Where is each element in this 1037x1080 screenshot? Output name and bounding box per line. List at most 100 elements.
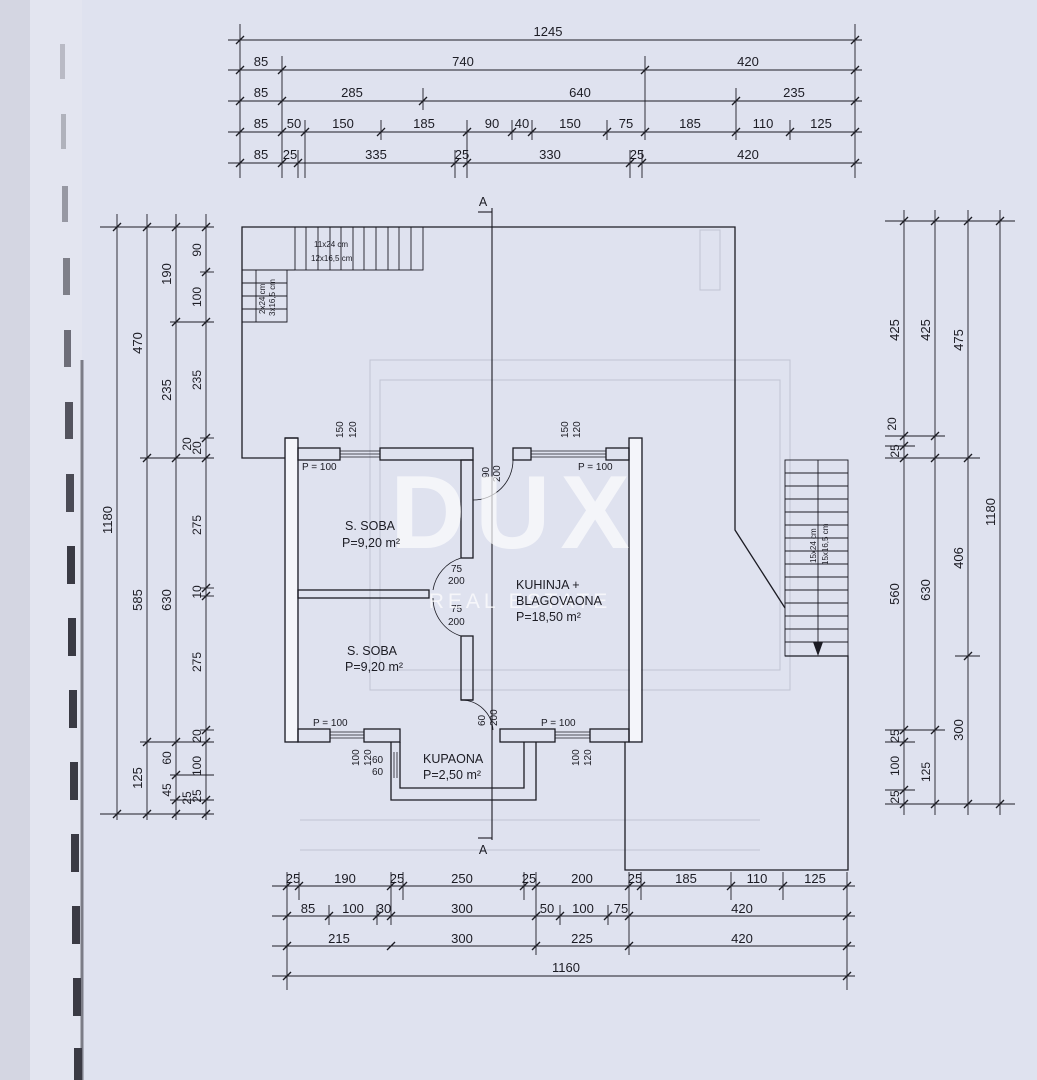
bottom-dim-r2-3: 300 — [451, 901, 473, 916]
right-dimension-chains — [885, 210, 1015, 815]
right-dim-c3-2: 300 — [951, 719, 966, 741]
bottom-dim-r1-3: 250 — [451, 871, 473, 886]
bottom-dim-r1-0: 25 — [286, 871, 300, 886]
left-dim-c4-0: 90 — [190, 243, 204, 257]
left-dim-c3-0: 190 — [159, 263, 174, 285]
top-dim-r3-2: 640 — [569, 85, 591, 100]
window-bed2-sill: P = 100 — [313, 718, 348, 729]
bottom-dim-r1-5: 200 — [571, 871, 593, 886]
door-bed2-height: 200 — [448, 617, 465, 628]
left-dim-c3-3: 60 — [160, 751, 174, 765]
left-dim-c5-0: 20 — [180, 437, 194, 451]
left-dim-c4-5: 10 — [190, 585, 204, 599]
bottom-dim-r1-8: 110 — [747, 871, 768, 886]
door-bed1-height: 200 — [448, 576, 465, 587]
right-dim-c3-0: 475 — [951, 329, 966, 351]
bottom-dimension-ticks — [282, 881, 852, 981]
bottom-dim-r1-1: 190 — [334, 871, 356, 886]
room-kitchen-name-1: KUHINJA + — [516, 578, 580, 592]
right-dim-c4-0: 1180 — [983, 498, 998, 526]
top-dim-r4-10: 125 — [810, 116, 832, 131]
door-bed1-width: 75 — [451, 564, 463, 575]
top-dim-r5-1: 25 — [283, 147, 297, 162]
top-dim-r5-3: 25 — [455, 147, 469, 162]
right-dim-c2-0: 425 — [918, 319, 933, 341]
left-dim-c4-3: 20 — [190, 441, 204, 455]
top-dim-r2-1: 740 — [452, 54, 474, 69]
right-dim-c3-1: 406 — [951, 547, 966, 569]
right-dimension-labels: 425 25 560 25 100 25 425 20 630 125 475 … — [885, 319, 998, 804]
bottom-dimension-labels: 25 190 25 250 25 200 25 185 110 125 85 1… — [286, 871, 826, 975]
left-dim-c2-0: 470 — [130, 332, 145, 354]
room-bedroom-1-area: P=9,20 m² — [342, 536, 400, 550]
top-dim-r3-3: 235 — [783, 85, 805, 100]
door-bath-width: 60 — [477, 714, 488, 726]
top-dim-r4-9: 110 — [753, 116, 774, 131]
right-dim-c1-4: 100 — [888, 756, 902, 776]
bottom-dim-r2-0: 85 — [301, 901, 315, 916]
bottom-dim-r2-5: 100 — [572, 901, 594, 916]
bottom-dim-r2-1: 100 — [342, 901, 364, 916]
left-dim-c4-9: 25 — [190, 789, 204, 803]
stair-north — [242, 226, 424, 323]
watermark-logo: DUX — [390, 455, 640, 571]
left-dim-c3-4: 45 — [160, 783, 174, 797]
window-kitchen-sill: P = 100 — [578, 462, 613, 473]
stair-east-arrow-icon — [813, 642, 823, 656]
window-bed2-height: 120 — [363, 749, 374, 766]
top-dim-r5-6: 420 — [737, 147, 759, 162]
top-dim-r1-0: 1245 — [534, 24, 563, 39]
top-dim-r3-1: 285 — [341, 85, 363, 100]
room-kitchen-area: P=18,50 m² — [516, 610, 581, 624]
left-dim-c4-1: 100 — [190, 287, 204, 307]
top-dim-r4-7: 75 — [619, 116, 633, 131]
right-dim-c1-5: 25 — [888, 790, 902, 804]
left-dim-c4-8: 100 — [190, 756, 204, 776]
top-dim-r4-4: 90 — [485, 116, 499, 131]
right-dim-c1-0: 425 — [887, 319, 902, 341]
window-bed2-width: 100 — [351, 749, 362, 766]
right-dim-c1-1: 25 — [888, 444, 902, 458]
bottom-dim-r2-6: 75 — [614, 901, 628, 916]
window-bed1-height: 120 — [348, 421, 359, 438]
bottom-dim-r2-2: 30 — [377, 901, 391, 916]
room-bathroom-name: KUPAONA — [423, 752, 484, 766]
stair-left-note-2: 3x16,5 cm — [268, 279, 277, 316]
right-dim-c2-2: 630 — [918, 579, 933, 601]
door-swings — [432, 459, 514, 731]
stair-left-note-1: 2x24 cm — [258, 283, 267, 314]
bottom-dim-r3-0: 215 — [328, 931, 350, 946]
bottom-dim-r1-9: 125 — [804, 871, 826, 886]
window-bed1-sill: P = 100 — [302, 462, 337, 473]
wall-fills — [286, 439, 641, 741]
room-bedroom-2-name: S. SOBA — [347, 644, 398, 658]
left-dimension-labels: 1180 470 585 125 190 235 630 60 45 90 10… — [100, 243, 204, 805]
room-kitchen-name-2: BLAGOVAONA — [516, 594, 603, 608]
window-kitchen-width: 150 — [560, 421, 571, 438]
bottom-dim-r1-7: 185 — [675, 871, 697, 886]
top-dim-r4-1: 50 — [287, 116, 301, 131]
top-dim-r5-5: 25 — [630, 147, 644, 162]
room-bedroom-1-name: S. SOBA — [345, 519, 396, 533]
bottom-dim-r3-3: 420 — [731, 931, 753, 946]
top-dim-r4-5: 40 — [515, 116, 529, 131]
right-dimension-ticks — [899, 216, 1005, 809]
top-dim-r2-0: 85 — [254, 54, 268, 69]
door-kitchen-width: 90 — [481, 466, 492, 478]
door-bath-height: 200 — [489, 709, 500, 726]
bottom-dim-r2-7: 420 — [731, 901, 753, 916]
left-dim-c4-6: 275 — [190, 652, 204, 672]
room-bedroom-2-area: P=9,20 m² — [345, 660, 403, 674]
binding-strip — [30, 0, 82, 1080]
bottom-dim-r2-4: 50 — [540, 901, 554, 916]
stair-north-note-2: 12x16,5 cm — [311, 254, 353, 263]
top-dim-r3-0: 85 — [254, 85, 268, 100]
left-dimension-ticks — [112, 222, 211, 819]
left-dim-c2-2: 125 — [130, 767, 145, 789]
left-dim-c4-2: 235 — [190, 370, 204, 390]
top-dim-r5-0: 85 — [254, 147, 268, 162]
right-dim-c2-3: 125 — [919, 762, 933, 782]
window-bed1-width: 150 — [335, 421, 346, 438]
right-dim-c1-3: 25 — [888, 729, 902, 743]
